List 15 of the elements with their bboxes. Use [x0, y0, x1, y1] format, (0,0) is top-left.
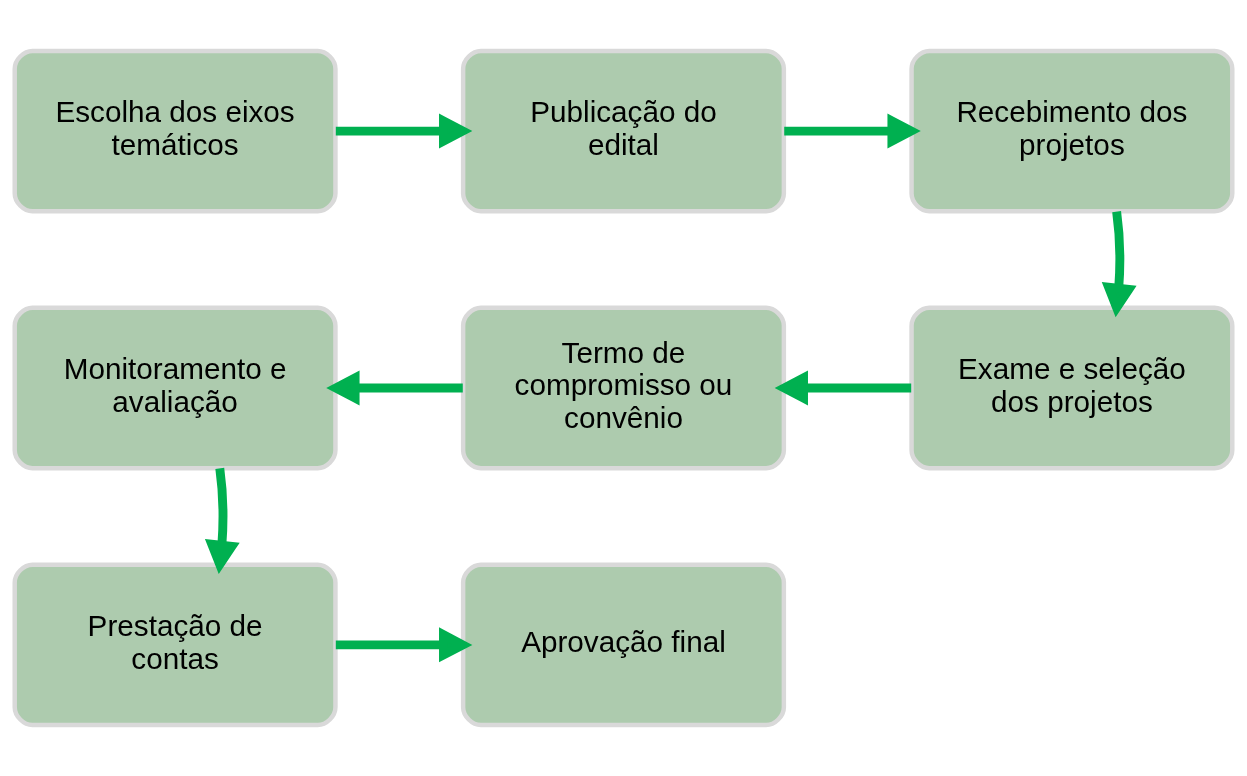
- arrow: [1101, 211, 1137, 318]
- node-box: Escolha dos eixos temáticos: [12, 48, 338, 214]
- node-box: Publicação do edital: [460, 48, 787, 214]
- node-box: Aprovação final: [460, 562, 787, 728]
- arrow: [204, 467, 240, 574]
- arrow: [784, 113, 921, 149]
- node-box: Prestação de contas: [12, 562, 338, 728]
- arrow: [335, 627, 473, 663]
- arrow: [326, 370, 463, 406]
- arrow: [335, 113, 473, 149]
- node-box: Monitoramento e avaliação: [12, 305, 338, 471]
- node-box: Exame e seleção dos projetos: [909, 305, 1235, 471]
- node-box: Termo de compromisso ou convênio: [460, 305, 787, 471]
- arrow: [774, 370, 912, 406]
- node-box: Recebimento dos projetos: [909, 48, 1235, 214]
